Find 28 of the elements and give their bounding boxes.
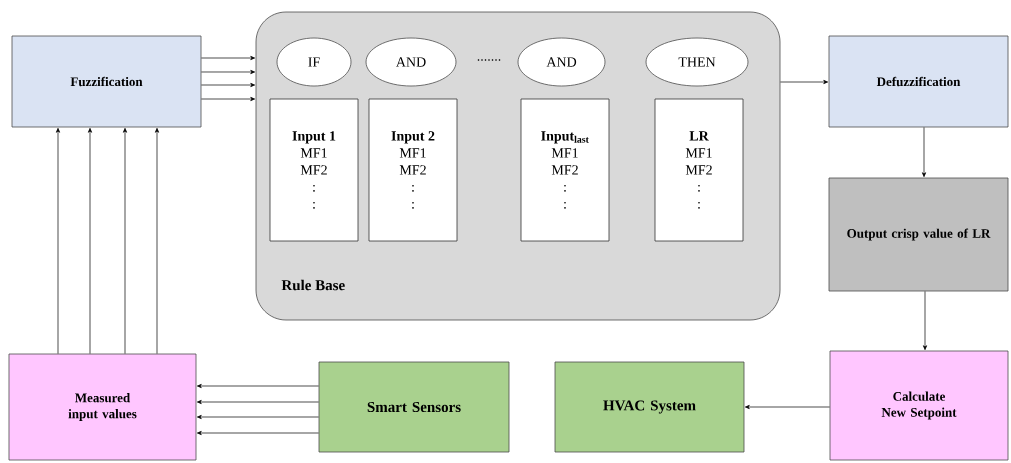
arrow — [201, 96, 256, 102]
membership-box: Input$_{last}$ MF1 MF2 : : — [520, 98, 610, 242]
membership-box: Input 2 MF1 MF2 : : — [368, 98, 458, 242]
arrow — [921, 127, 927, 178]
membership-box: LR MF1 MF2 : : — [654, 98, 744, 242]
process-box: Defuzzification — [828, 35, 1009, 128]
arrow — [780, 79, 829, 85]
arrow — [122, 127, 128, 354]
arrow — [55, 127, 61, 354]
arrow — [201, 55, 256, 61]
ellipsis-dots: ....... — [477, 59, 501, 61]
arrow — [201, 69, 256, 75]
arrow — [87, 127, 93, 354]
arrow — [922, 291, 928, 351]
process-box: Fuzzification — [11, 35, 202, 128]
input-box: Measured input values — [8, 353, 197, 461]
membership-box: Input 1 MF1 MF2 : : — [269, 98, 359, 242]
output-box: Output crisp value of LR — [828, 177, 1009, 292]
arrow — [744, 404, 830, 410]
arrow — [196, 399, 319, 405]
arrow — [196, 383, 319, 389]
arrow — [196, 430, 319, 436]
system-box: HVAC System — [554, 361, 745, 453]
setpoint-box: Calculate New Setpoint — [829, 350, 1009, 461]
arrow — [154, 127, 160, 354]
sensor-box: Smart Sensors — [318, 361, 510, 453]
arrow — [201, 82, 256, 88]
arrow — [196, 414, 319, 420]
